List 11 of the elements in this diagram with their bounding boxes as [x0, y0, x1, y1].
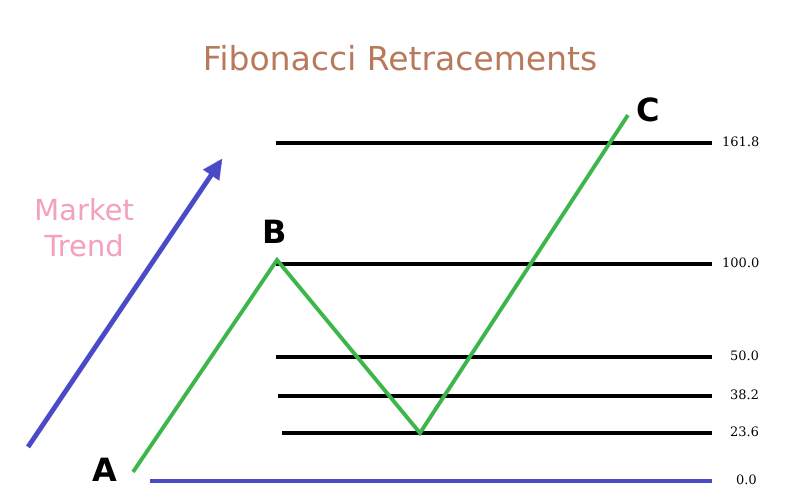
trend-label: Market Trend — [33, 192, 135, 264]
level-label: 0.0 — [736, 474, 757, 487]
title: Fibonacci Retracements — [202, 42, 598, 75]
level-label: 100.0 — [722, 257, 760, 270]
level-label: 161.8 — [722, 136, 760, 149]
point-label: C — [636, 94, 660, 126]
point-label: B — [262, 216, 286, 248]
level-label: 23.6 — [730, 426, 759, 439]
level-label: 38.2 — [730, 389, 759, 402]
level-label: 50.0 — [730, 350, 759, 363]
point-label: A — [92, 454, 117, 486]
